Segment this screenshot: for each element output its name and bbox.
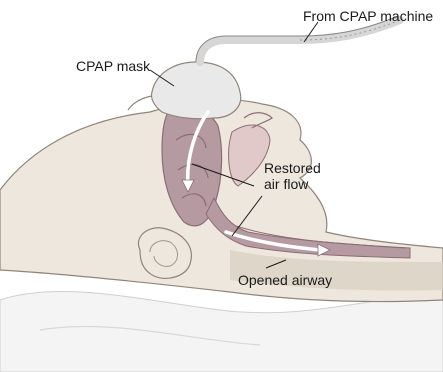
label-restored-air-flow: Restored air flow bbox=[264, 160, 321, 192]
mask-strap bbox=[128, 96, 152, 110]
label-cpap-mask: CPAP mask bbox=[76, 58, 150, 74]
label-from-cpap-machine: From CPAP machine bbox=[303, 8, 433, 24]
label-opened-airway: Opened airway bbox=[238, 272, 332, 288]
pillow bbox=[0, 291, 443, 372]
cpap-mask bbox=[151, 62, 240, 119]
